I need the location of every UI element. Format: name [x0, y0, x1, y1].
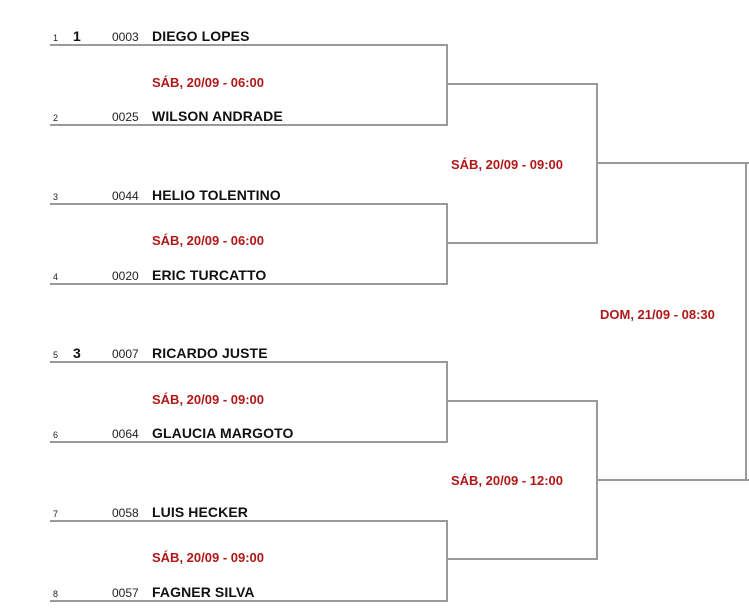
- match-time[interactable]: SÁB, 20/09 - 06:00: [152, 75, 265, 90]
- player-name: RICARDO JUSTE: [152, 345, 268, 361]
- player-name: LUIS HECKER: [152, 504, 248, 520]
- bracket-line: [446, 83, 598, 85]
- bracket-position: 5: [53, 350, 59, 360]
- player-entry[interactable]: 5 3 0007 RICARDO JUSTE: [0, 343, 360, 361]
- match-time[interactable]: SÁB, 20/09 - 12:00: [451, 473, 564, 488]
- bracket-position: 3: [53, 192, 59, 202]
- bracket-line: [50, 44, 448, 46]
- player-entry[interactable]: 2 0025 WILSON ANDRADE: [0, 106, 360, 124]
- bracket-line: [50, 361, 448, 363]
- player-code: 0058: [112, 506, 139, 520]
- match-time[interactable]: SÁB, 20/09 - 06:00: [152, 233, 265, 248]
- bracket-position: 4: [53, 272, 59, 282]
- player-code: 0025: [112, 110, 139, 124]
- final-match-time[interactable]: DOM, 21/09 - 08:30: [600, 307, 715, 322]
- player-entry[interactable]: 8 0057 FAGNER SILVA: [0, 582, 360, 600]
- player-code: 0020: [112, 269, 139, 283]
- match-time[interactable]: SÁB, 20/09 - 09:00: [152, 550, 265, 565]
- player-entry[interactable]: 1 1 0003 DIEGO LOPES: [0, 26, 360, 44]
- bracket-line: [50, 124, 448, 126]
- player-name: WILSON ANDRADE: [152, 108, 283, 124]
- player-code: 0044: [112, 189, 139, 203]
- bracket-position: 2: [53, 113, 59, 123]
- bracket-line: [50, 600, 448, 602]
- bracket-line: [596, 479, 749, 481]
- player-entry[interactable]: 3 0044 HELIO TOLENTINO: [0, 185, 360, 203]
- player-name: GLAUCIA MARGOTO: [152, 425, 294, 441]
- bracket-position: 7: [53, 509, 59, 519]
- bracket-line: [446, 520, 448, 602]
- bracket-line: [50, 283, 448, 285]
- player-code: 0007: [112, 347, 139, 361]
- bracket-position: 1: [53, 33, 59, 43]
- bracket-line: [50, 203, 448, 205]
- player-code: 0003: [112, 30, 139, 44]
- player-code: 0064: [112, 427, 139, 441]
- bracket-line: [596, 162, 749, 164]
- bracket-position: 8: [53, 589, 59, 599]
- player-entry[interactable]: 7 0058 LUIS HECKER: [0, 502, 360, 520]
- player-name: DIEGO LOPES: [152, 28, 250, 44]
- match-time[interactable]: SÁB, 20/09 - 09:00: [152, 392, 265, 407]
- bracket-position: 6: [53, 430, 59, 440]
- player-code: 0057: [112, 586, 139, 600]
- seed-number: 1: [73, 28, 81, 44]
- bracket-line: [446, 203, 448, 285]
- match-time[interactable]: SÁB, 20/09 - 09:00: [451, 157, 564, 172]
- bracket-line: [50, 520, 448, 522]
- bracket-line: [446, 44, 448, 126]
- bracket-line: [446, 361, 448, 443]
- bracket-line: [446, 242, 598, 244]
- bracket-line: [50, 441, 448, 443]
- player-name: FAGNER SILVA: [152, 584, 255, 600]
- player-name: HELIO TOLENTINO: [152, 187, 281, 203]
- seed-number: 3: [73, 345, 81, 361]
- bracket-line: [446, 558, 598, 560]
- player-entry[interactable]: 6 0064 GLAUCIA MARGOTO: [0, 423, 360, 441]
- bracket-line: [446, 400, 598, 402]
- player-entry[interactable]: 4 0020 ERIC TURCATTO: [0, 265, 360, 283]
- player-name: ERIC TURCATTO: [152, 267, 267, 283]
- bracket-line: [745, 162, 747, 481]
